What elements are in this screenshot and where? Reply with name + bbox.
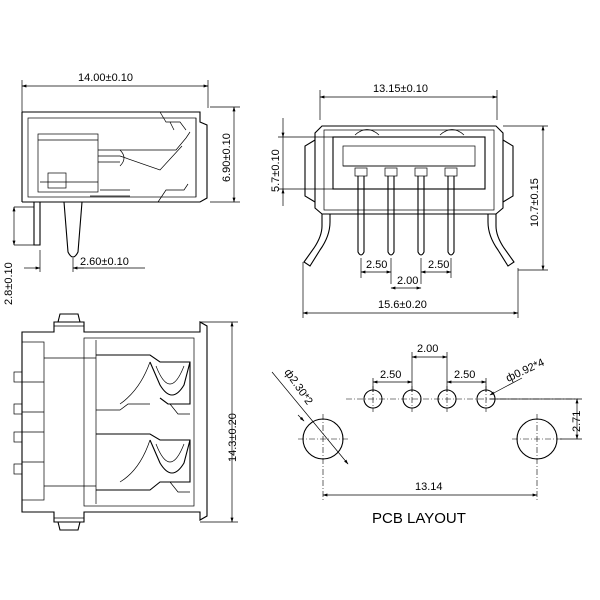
side-height-dim: 6.90±0.10: [221, 133, 233, 182]
front-pitch-center-dim: 2.00: [397, 275, 418, 287]
usb-opening: [332, 136, 486, 190]
top-view: 14.3±0.20: [13, 313, 239, 531]
front-view: 13.15±0.10 5.7±0.10: [270, 83, 548, 318]
side-pin-length-dim: 2.8±0.10: [3, 262, 15, 305]
front-pitch-right-dim: 2.50: [428, 259, 449, 271]
side-view: 14.00±0.10 6.90±0.10 2.8±0.10: [3, 72, 240, 305]
side-pin-position-dim: 2.60±0.10: [80, 256, 129, 268]
pcb-small-hole-dim: ф0.92*4: [504, 357, 546, 385]
pcb-pitch-left-dim: 2.50: [380, 369, 401, 381]
pcb-big-hole-leader: [271, 371, 349, 465]
side-width-dim: 14.00±0.10: [78, 72, 133, 84]
front-total-height-dim: 10.7±0.15: [529, 178, 541, 227]
front-top-width-dim: 13.15±0.10: [373, 83, 428, 95]
pcb-row-offset-dim: 2.71: [571, 411, 583, 432]
pcb-layout-title: PCB LAYOUT: [372, 510, 466, 527]
pcb-big-hole-dim: ф2.30*2: [282, 367, 315, 407]
pcb-small-hole-leader: [489, 377, 523, 396]
top-length-dim: 14.3±0.20: [227, 413, 239, 462]
front-leg-span-dim: 15.6±0.20: [378, 299, 427, 311]
front-opening-height-dim: 5.7±0.10: [270, 149, 282, 192]
pcb-layout: 2.00 2.50 2.50 ф0.92*4 ф2.30*2: [271, 343, 583, 527]
front-pitch-left-dim: 2.50: [366, 259, 387, 271]
pcb-hole-span-dim: 13.14: [415, 481, 443, 493]
pcb-pitch-center-dim: 2.00: [417, 343, 438, 355]
pcb-pitch-right-dim: 2.50: [454, 369, 475, 381]
